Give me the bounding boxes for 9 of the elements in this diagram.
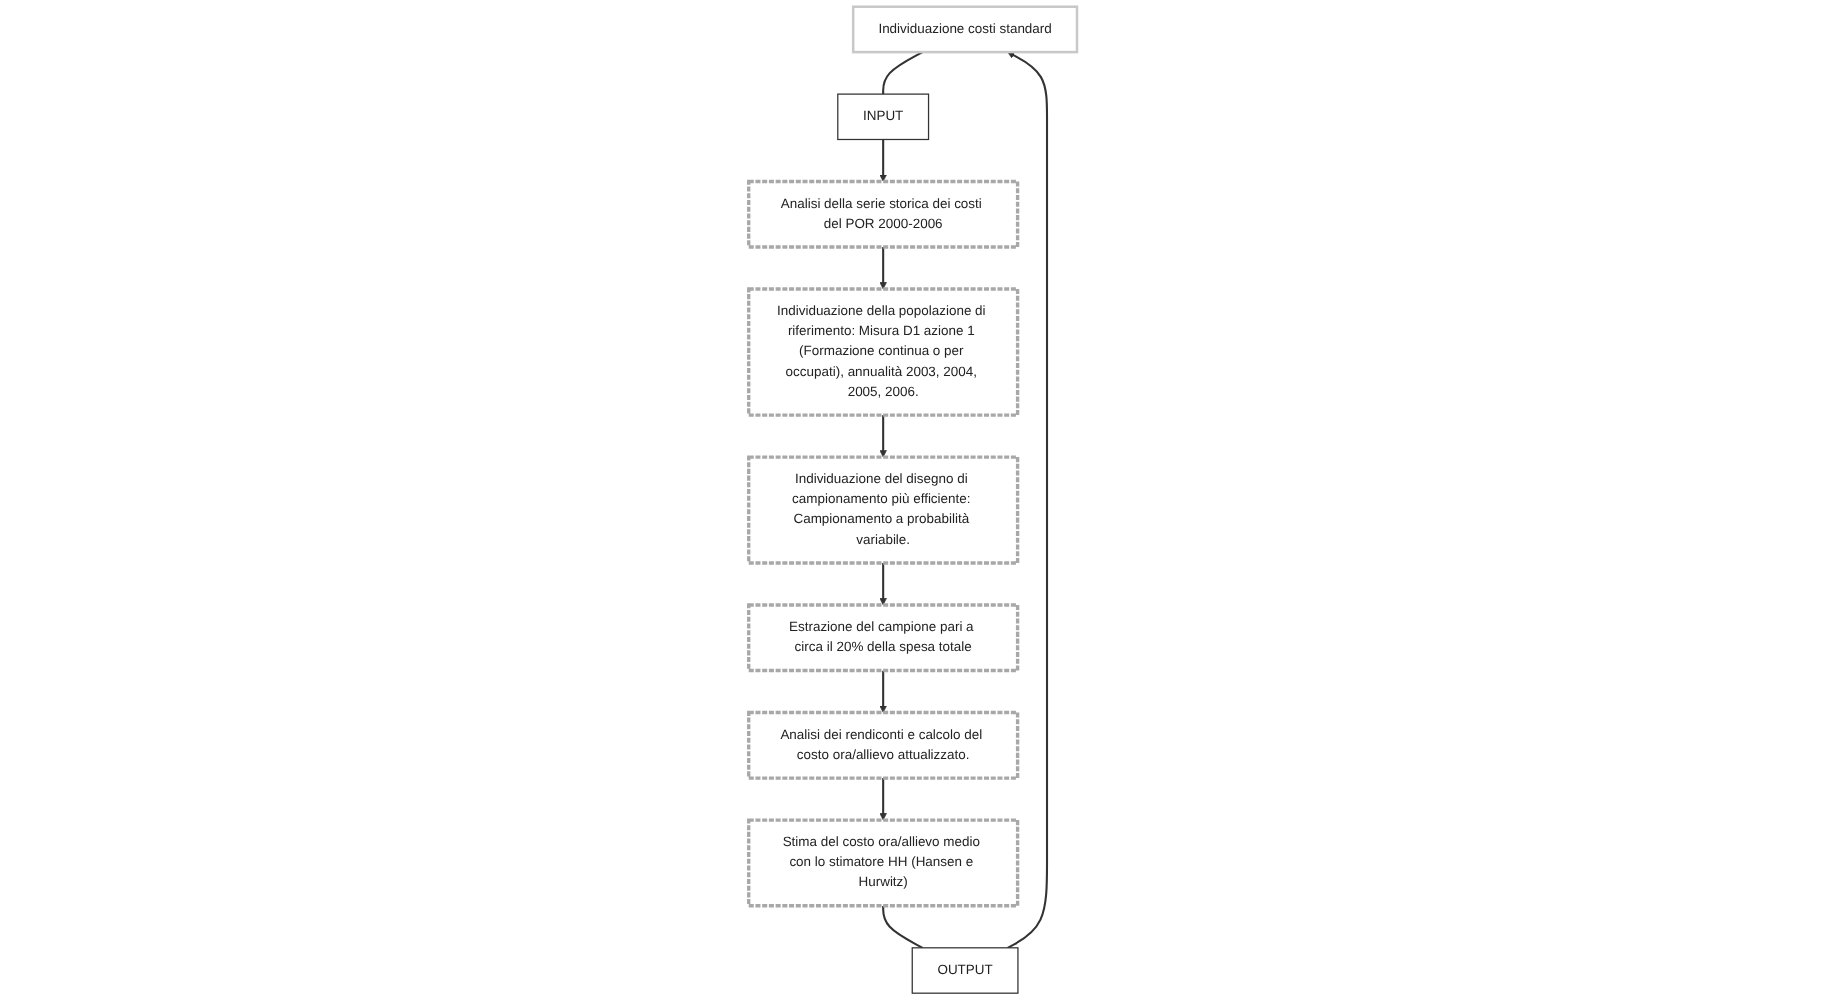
arrow	[1007, 51, 1049, 949]
arrow	[879, 778, 887, 821]
connector	[882, 51, 924, 95]
arrow	[879, 247, 887, 290]
arrow	[879, 563, 887, 606]
arrow	[879, 670, 887, 713]
arrow	[879, 139, 887, 182]
connector	[882, 905, 924, 949]
arrow	[879, 415, 887, 458]
